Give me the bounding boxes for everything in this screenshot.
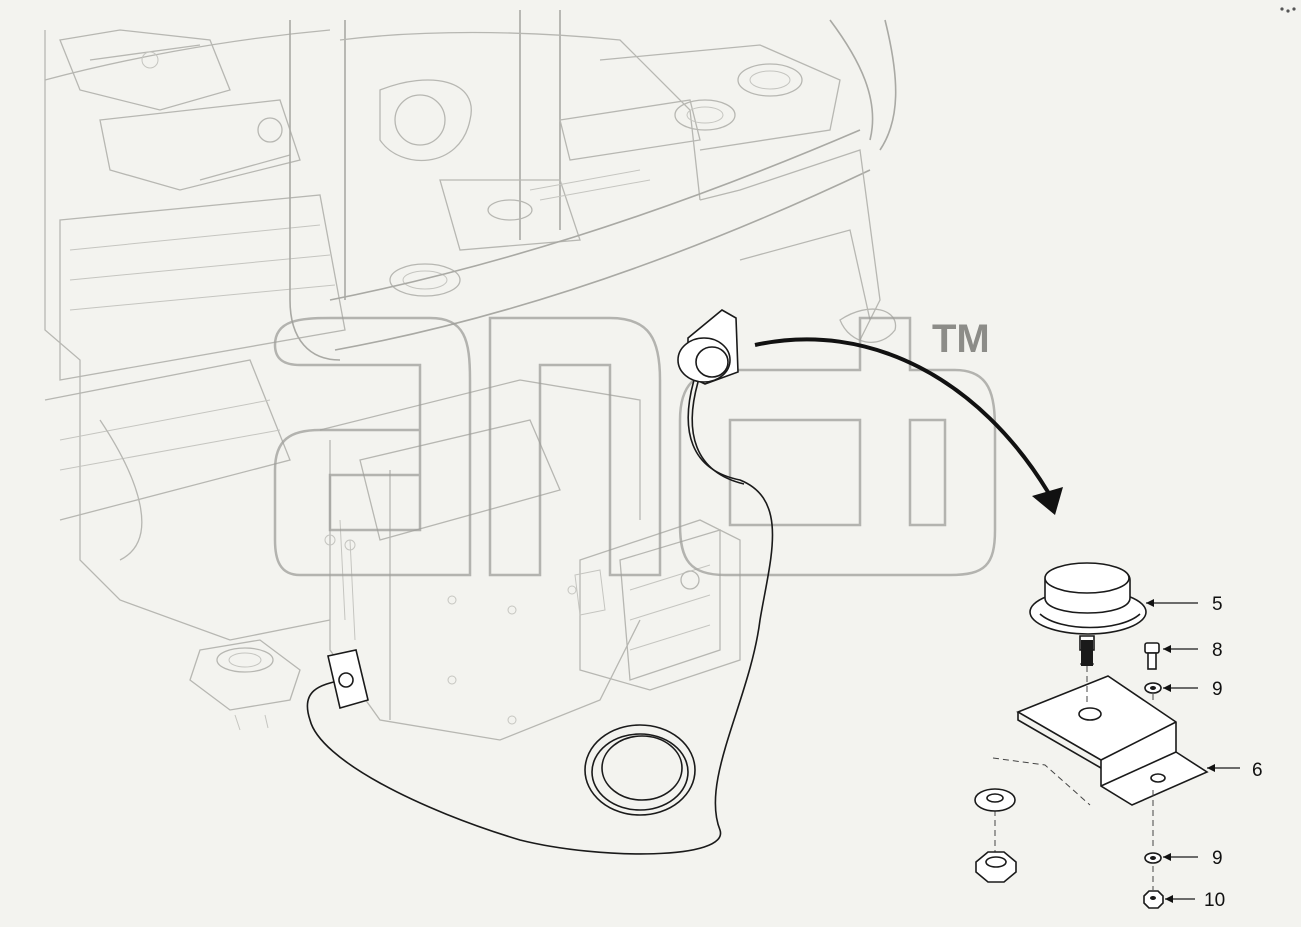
nut-part-10 — [1143, 890, 1164, 909]
large-nut — [975, 851, 1017, 883]
washer-part-9-upper — [1144, 682, 1162, 694]
callout-9-upper: 9 — [1212, 679, 1223, 700]
corner-mark — [1280, 7, 1296, 13]
horn-part-5 — [1029, 562, 1147, 666]
wire-harness — [306, 379, 774, 855]
machine-background — [44, 10, 897, 741]
callout-10: 10 — [1204, 890, 1225, 911]
bolt-part-8 — [1144, 642, 1160, 670]
trademark-mark: TM — [932, 317, 990, 361]
horn-installed — [677, 309, 739, 385]
callout-9-lower: 9 — [1212, 848, 1223, 869]
washer-part-9-lower — [1144, 852, 1162, 864]
detail-arrow — [754, 337, 1063, 515]
callouts: 5 8 9 6 9 10 — [1146, 594, 1263, 911]
exploded-parts — [974, 562, 1209, 909]
watermark-logo: TM — [273, 316, 997, 577]
bracket-part-6 — [1016, 675, 1209, 806]
callout-5: 5 — [1212, 594, 1223, 615]
callout-6: 6 — [1252, 760, 1263, 781]
callout-8: 8 — [1212, 640, 1223, 661]
large-washer — [974, 788, 1016, 812]
